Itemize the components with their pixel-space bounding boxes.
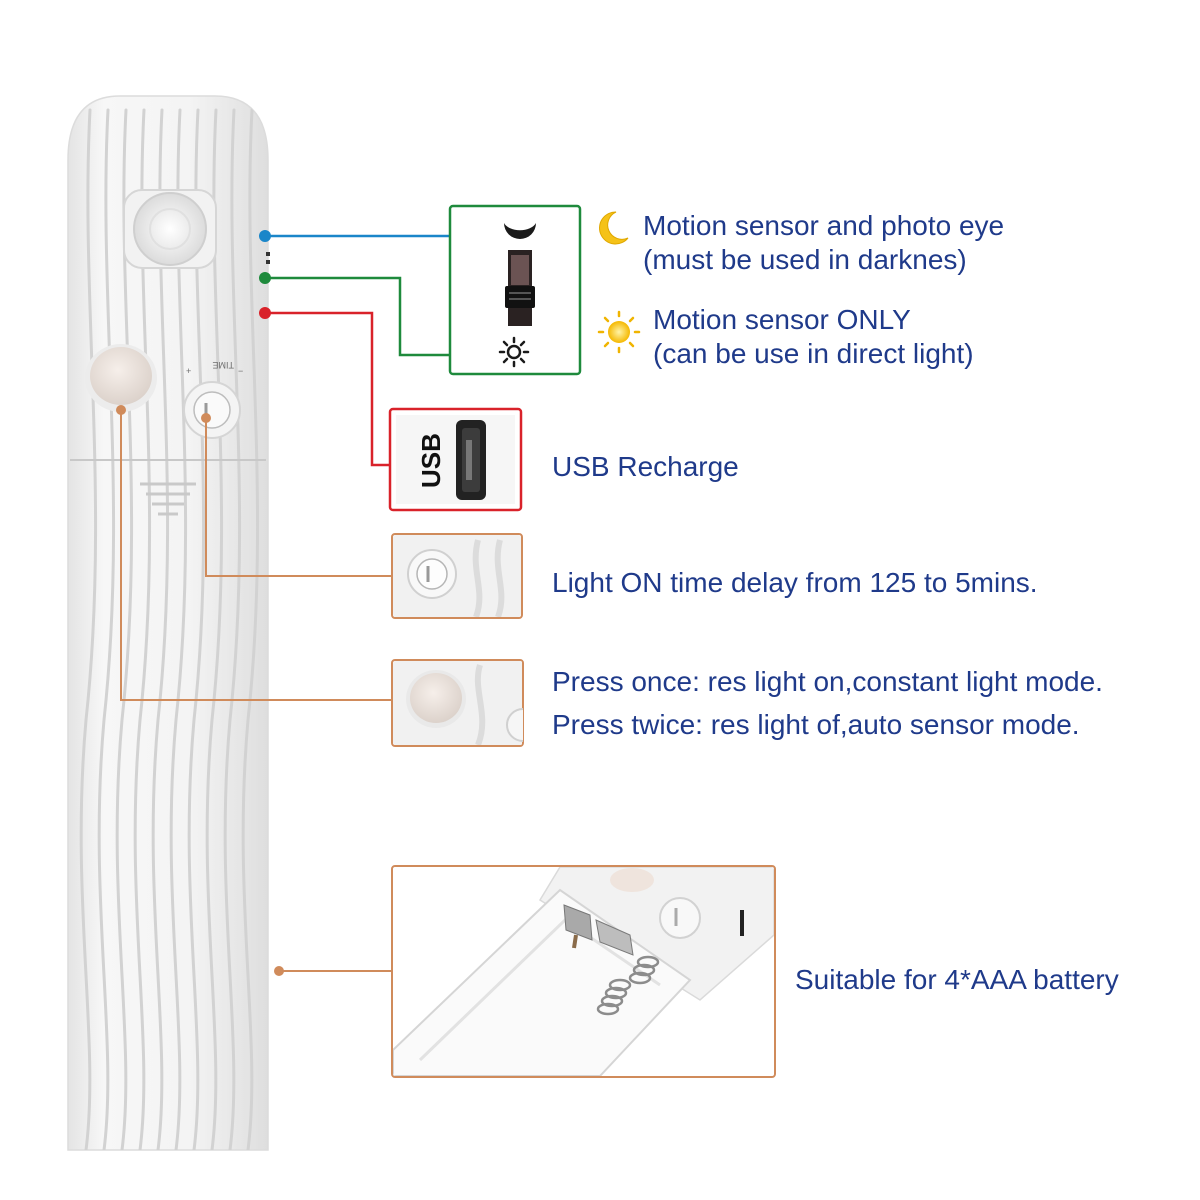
slide-arrow-icon — [140, 482, 196, 516]
usb-port-icon — [456, 420, 486, 500]
dark-mode-line2: (must be used in darknes) — [643, 244, 967, 275]
time-plus-label: + — [186, 366, 191, 376]
connector-lines — [120, 234, 450, 972]
timer-callout — [391, 533, 523, 619]
connector-dots — [116, 230, 284, 976]
timer-connector — [205, 418, 392, 577]
button-callout — [391, 659, 524, 747]
battery-compartment-photo — [393, 867, 774, 1076]
sun-icon — [597, 310, 641, 354]
light-mode-line1: Motion sensor ONLY — [653, 304, 911, 335]
time-label: TIME — [213, 360, 235, 370]
light-mode-line2: (can be use in direct light) — [653, 338, 974, 369]
usb-port-label: USB — [416, 433, 446, 488]
battery-callout — [391, 865, 776, 1078]
green-connector — [265, 276, 450, 357]
mode-button[interactable] — [85, 344, 157, 412]
dark-mode-line1: Motion sensor and photo eye — [643, 210, 1005, 241]
battery-text: Suitable for 4*AAA battery — [795, 964, 1119, 995]
time-minus-label: − — [238, 366, 243, 376]
sun-outline-icon — [498, 336, 530, 368]
mode-switch[interactable] — [505, 250, 535, 326]
press-once-text: Press once: res light on,constant light … — [552, 666, 1103, 697]
usb-recharge-text: USB Recharge — [552, 451, 739, 482]
device-body: TIME + − — [67, 95, 269, 1151]
press-twice-text: Press twice: res light of,auto sensor mo… — [552, 709, 1080, 740]
pir-sensor-lens — [123, 189, 217, 269]
usb-callout: USB — [388, 407, 523, 512]
timer-delay-text: Light ON time delay from 125 to 5mins. — [552, 567, 1038, 598]
moon-icon — [599, 211, 629, 245]
battery-spring-icon — [596, 955, 660, 1016]
red-connector — [265, 311, 390, 467]
button-connector — [120, 410, 392, 701]
wave-ridges — [79, 108, 260, 1150]
switch-callout — [448, 204, 582, 376]
moon-icon — [504, 223, 536, 239]
